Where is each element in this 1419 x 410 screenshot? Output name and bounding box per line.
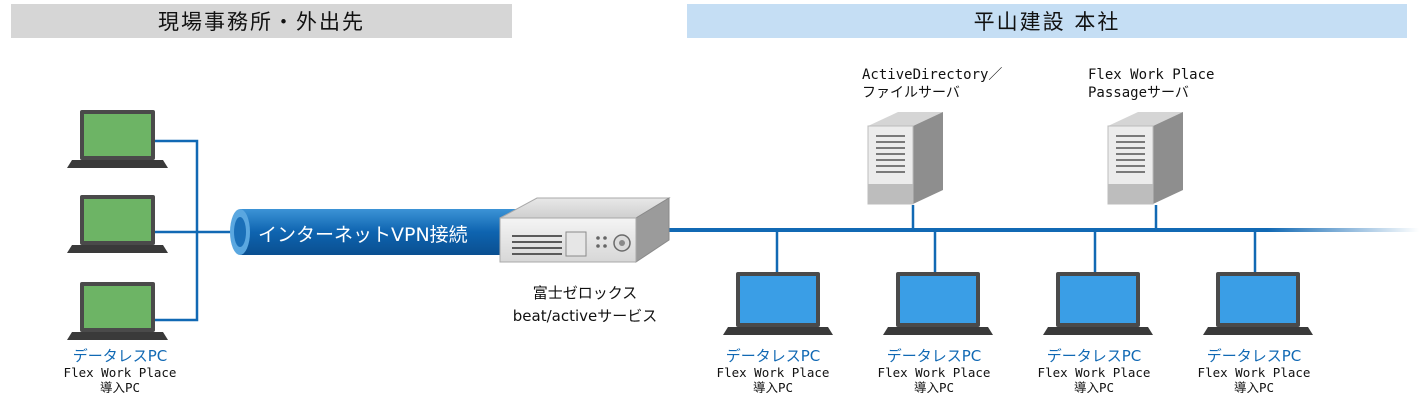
beat-active-label-line1: 富士ゼロックス [532,284,638,302]
laptop-left-2-icon [67,195,168,253]
header-headquarters: 平山建設 本社 [687,4,1407,38]
pc-label-left-title: データレスPC [72,347,168,365]
pc-label-hq-3-line2: Flex Work Place [1037,365,1151,380]
vpn-connection-label: インターネットVPN接続 [258,224,468,246]
pc-label-hq-4-line2: Flex Work Place [1197,365,1311,380]
server-label-ad: ActiveDirectory／ ファイルサーバ [862,66,1002,102]
pc-label-hq-3-line3: 導入PC [1073,380,1115,395]
left-connection-lines [154,139,232,322]
laptop-hq-2-icon [883,272,993,335]
backbone-drops [775,205,1257,275]
server-label-ad-line1: ActiveDirectory／ [862,67,1003,83]
pc-label-hq-4-title: データレスPC [1206,347,1302,365]
pc-label-left-line2: Flex Work Place [63,365,177,380]
header-field-office-text: 現場事務所・外出先 [158,10,365,34]
beat-active-device-icon [499,197,671,263]
pc-label-hq-2-title: データレスPC [886,347,982,365]
pc-label-hq-3-title: データレスPC [1046,347,1142,365]
pc-label-hq-2-line3: 導入PC [913,380,955,395]
pc-label-hq-1: データレスPC Flex Work Place 導入PC [703,347,843,395]
pc-label-hq-3: データレスPC Flex Work Place 導入PC [1024,347,1164,395]
header-headquarters-text: 平山建設 本社 [973,10,1121,34]
pc-label-hq-2-line2: Flex Work Place [877,365,991,380]
server-label-passage-line2: Passageサーバ [1088,85,1189,101]
vpn-tube [230,209,540,255]
pc-label-hq-2: データレスPC Flex Work Place 導入PC [864,347,1004,395]
server-label-ad-line2: ファイルサーバ [862,85,960,101]
laptop-hq-3-icon [1043,272,1153,335]
header-field-office: 現場事務所・外出先 [11,4,512,38]
beat-active-label: 富士ゼロックス beat/activeサービス [490,282,680,328]
server-label-passage-line1: Flex Work Place [1088,67,1215,83]
backbone-line [660,228,1419,232]
pc-label-hq-1-title: データレスPC [725,347,821,365]
pc-label-left-line3: 導入PC [99,380,141,395]
beat-active-label-line2: beat/activeサービス [512,307,658,325]
pc-label-hq-1-line2: Flex Work Place [716,365,830,380]
passage-server-icon [1107,112,1183,205]
laptop-left-3-icon [67,282,168,340]
pc-label-hq-4-line3: 導入PC [1233,380,1275,395]
server-label-passage: Flex Work Place Passageサーバ [1088,66,1214,102]
pc-label-hq-1-line3: 導入PC [752,380,794,395]
pc-label-left: データレスPC Flex Work Place 導入PC [50,347,190,395]
laptop-hq-1-icon [723,272,833,335]
laptop-hq-4-icon [1203,272,1313,335]
ad-file-server-icon [867,112,943,205]
pc-label-hq-4: データレスPC Flex Work Place 導入PC [1184,347,1324,395]
laptop-left-1-icon [67,110,168,168]
